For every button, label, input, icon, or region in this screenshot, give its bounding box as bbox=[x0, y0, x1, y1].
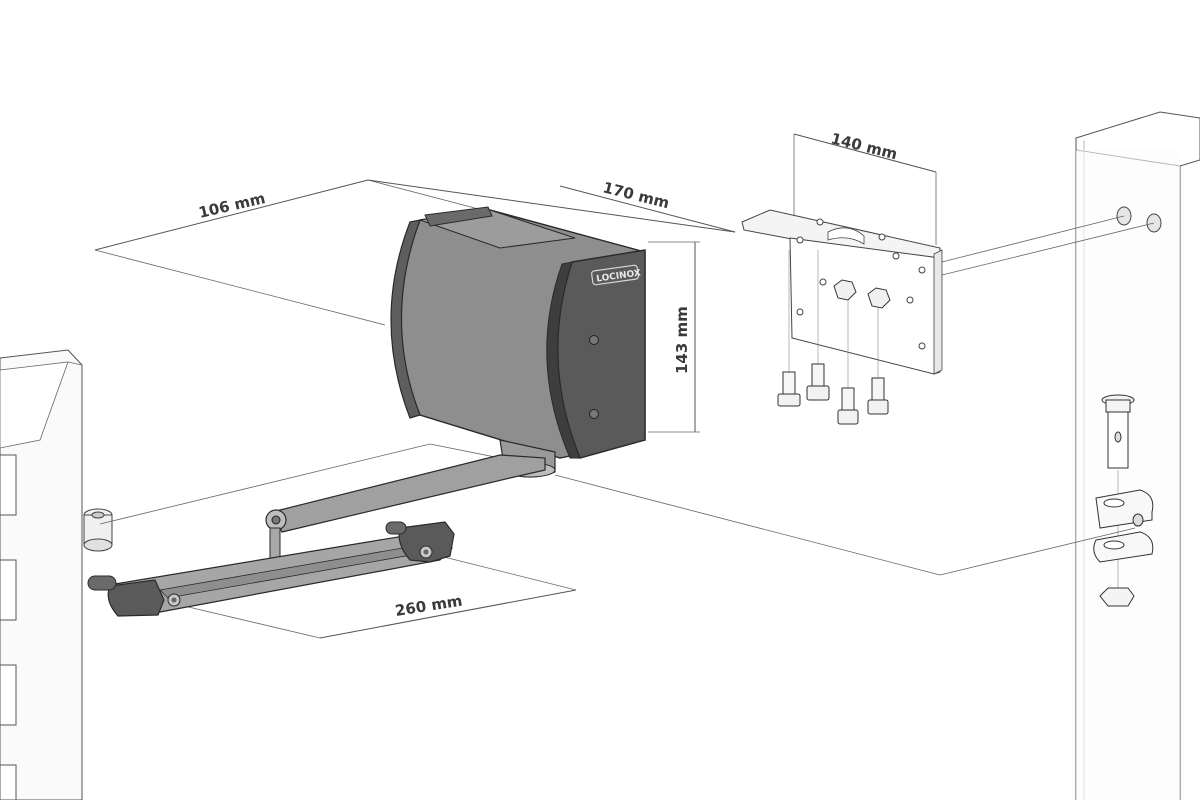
motor-housing: LOCINOX bbox=[390, 206, 646, 478]
slide-rail bbox=[87, 521, 455, 617]
dim-depth-label: 106 mm bbox=[197, 189, 267, 222]
drive-arm bbox=[265, 454, 546, 567]
brand-logo: LOCINOX bbox=[591, 264, 642, 286]
gate-panel bbox=[0, 349, 83, 800]
screw bbox=[837, 387, 859, 425]
mounting-bracket bbox=[741, 209, 943, 375]
screw bbox=[806, 363, 830, 401]
dim-width-label: 170 mm bbox=[601, 178, 671, 212]
gate-post bbox=[1075, 111, 1200, 800]
screw bbox=[867, 377, 889, 415]
dim-arm-label: 260 mm bbox=[394, 592, 464, 620]
dim-bracket-label: 140 mm bbox=[829, 129, 899, 163]
gate-bracket-pin bbox=[83, 508, 113, 552]
mounting-screws bbox=[777, 250, 889, 425]
dim-height-label: 143 mm bbox=[673, 306, 691, 374]
screw bbox=[777, 371, 801, 407]
post-hinge-bracket bbox=[1093, 394, 1154, 607]
dimension-lines bbox=[94, 133, 1155, 639]
